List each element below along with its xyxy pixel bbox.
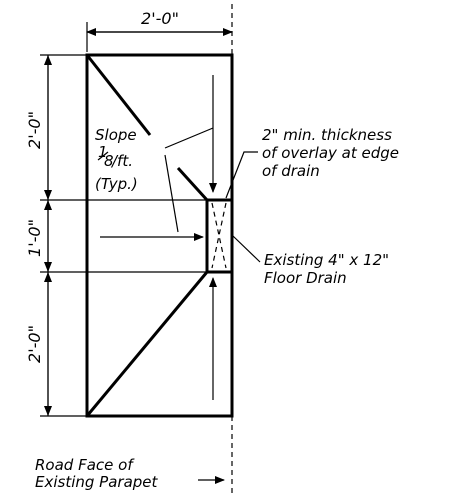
left-lower-text: 2'-0" xyxy=(25,325,44,363)
left-middle-text: 1'-0" xyxy=(25,219,44,257)
drain-hidden-line-2 xyxy=(211,202,227,269)
slope-typ: (Typ.) xyxy=(95,175,138,193)
parapet-note: Road Face of Existing Parapet xyxy=(35,456,225,491)
top-width-text: 2'-0" xyxy=(141,9,179,28)
parapet-line-2: Existing Parapet xyxy=(35,473,159,491)
drain-hidden-line xyxy=(211,202,227,269)
drain-line-2: Floor Drain xyxy=(264,269,347,287)
slope-label: Slope 1 8 /ft. (Typ.) xyxy=(95,126,138,193)
flow-arrows xyxy=(100,75,217,400)
overlay-outline xyxy=(85,53,234,418)
left-upper-text: 2'-0" xyxy=(25,111,44,149)
slope-fraction-num: 1 xyxy=(98,143,108,161)
overlay-note: 2" min. thickness of overlay at edge of … xyxy=(225,126,399,199)
slope-lines xyxy=(85,54,209,417)
slope-per-ft: /ft. xyxy=(110,152,133,170)
overlay-line-2: of overlay at edge xyxy=(262,144,399,162)
top-width-dimension: 2'-0" xyxy=(86,9,233,52)
overlay-line-1: 2" min. thickness xyxy=(262,126,392,144)
drain-line-1: Existing 4" x 12" xyxy=(264,251,389,269)
overlay-line-3: of drain xyxy=(262,162,320,180)
slope-leaders xyxy=(164,127,214,233)
slope-fraction-den: 8 xyxy=(104,152,114,170)
drain-note: Existing 4" x 12" Floor Drain xyxy=(232,235,389,287)
slope-text: Slope xyxy=(95,126,137,144)
parapet-line-1: Road Face of xyxy=(35,456,135,474)
floor-drain xyxy=(205,198,234,274)
left-dimension-chain: 2'-0" 1'-0" 2'-0" xyxy=(25,54,87,417)
